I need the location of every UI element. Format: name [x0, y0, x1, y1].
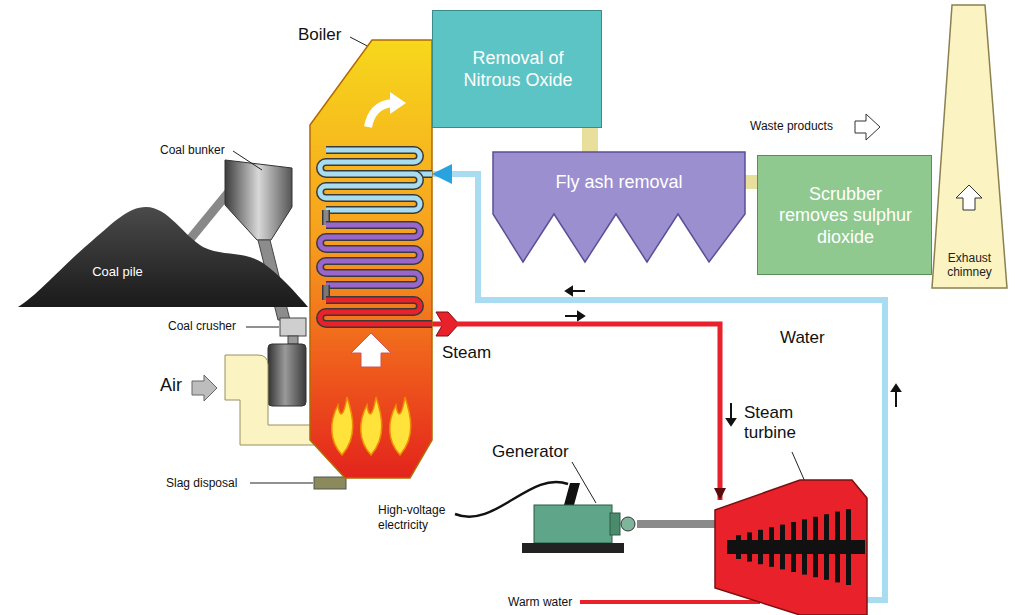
- coal-crusher: [280, 318, 306, 336]
- generator-cap: [610, 513, 620, 535]
- fly-ash-hopper: Fly ash removal: [493, 152, 745, 264]
- generator: Generator: [522, 480, 637, 560]
- node-label: Exhaust chimney: [935, 251, 1005, 280]
- coal-pile-shape: [18, 207, 308, 307]
- fly-ash-hopper-shape: [493, 152, 745, 262]
- turbine-blade: [736, 535, 741, 559]
- edge-label: Steam: [440, 342, 493, 363]
- text-region: Removal of Nitrous Oxide: [433, 11, 603, 129]
- flue-arrow: [368, 103, 392, 127]
- steam-turbine-shape: [715, 480, 867, 615]
- chimney-outline: [932, 5, 1007, 290]
- node-label: Steam turbine: [744, 403, 824, 444]
- drive-shaft: [637, 520, 715, 528]
- slag-tray: [314, 477, 346, 489]
- turbine-blade: [846, 509, 851, 585]
- generator-hub: [621, 517, 635, 531]
- air-arrow: [192, 375, 217, 401]
- coal-pile: Coal pile: [18, 195, 308, 310]
- turbine-blade: [780, 525, 785, 570]
- part-label: Coal bunker: [160, 143, 225, 158]
- flame: [361, 397, 382, 455]
- generator-lever: [564, 483, 580, 505]
- turbine-blade: [813, 517, 818, 577]
- warm-water-pipe: [580, 600, 760, 604]
- flow-arrow: [892, 385, 900, 407]
- text-region: Coal pile: [80, 261, 155, 283]
- boiler-detail: [320, 92, 432, 455]
- coal-bunker: [225, 160, 292, 240]
- process-box: Removal of Nitrous Oxide: [432, 10, 602, 128]
- turbine-blade: [835, 512, 840, 583]
- coal-pile-outline: [18, 195, 308, 310]
- fly-ash-hopper-outline: [493, 152, 745, 264]
- turbine-blade: [802, 519, 807, 574]
- crusher-drum: [268, 344, 306, 406]
- part-label: High-voltage electricity: [378, 503, 468, 533]
- edge-label: Water: [778, 327, 827, 348]
- text-region: Exhaust chimney: [932, 243, 1007, 287]
- part-label: Waste products: [750, 119, 833, 134]
- flow-arrow: [351, 333, 391, 367]
- leader-line: [233, 151, 262, 170]
- text-region: Fly ash removal: [493, 152, 745, 214]
- boiler-outline: [310, 35, 432, 480]
- flow-arrow: [727, 403, 735, 425]
- coil-outline: [320, 300, 432, 324]
- flow-arrow: [566, 287, 585, 295]
- generator-base: [522, 543, 624, 553]
- leader-line: [792, 452, 806, 484]
- steam-turbine: Steam turbine: [712, 478, 867, 615]
- boiler-shape: [310, 40, 432, 478]
- part-label: Air: [160, 374, 182, 397]
- node-label: Removal of Nitrous Oxide: [461, 48, 576, 91]
- steam-turbine-detail: [727, 509, 865, 585]
- leader-line: [246, 327, 279, 328]
- part-label: Warm water: [508, 595, 572, 610]
- chimney: Exhaust chimney: [932, 5, 1007, 290]
- waste-arrow: [855, 114, 880, 140]
- turbine-blade: [824, 514, 829, 580]
- turbine-blade: [758, 530, 763, 564]
- generator-body: [534, 505, 612, 543]
- part-label: Slag disposal: [166, 476, 237, 491]
- node-label: Generator: [492, 442, 569, 462]
- flue-duct: [745, 175, 757, 189]
- node-label: Scrubber removes sulphur dioxide: [776, 184, 916, 249]
- leader-line: [250, 483, 313, 484]
- boiler: Boiler: [310, 35, 432, 480]
- node-label: Coal pile: [92, 264, 143, 280]
- flow-arrow: [565, 312, 584, 320]
- scrubber-box: Scrubber removes sulphur dioxide: [757, 155, 932, 275]
- steam-pipe: [432, 324, 720, 500]
- text-region: Boiler: [298, 23, 378, 47]
- node-label: Fly ash removal: [555, 172, 682, 194]
- heat-coil: [320, 225, 420, 285]
- text-region: Generator: [492, 440, 592, 464]
- flame: [390, 397, 411, 455]
- chimney-detail: [956, 185, 982, 210]
- heat-coil: [320, 150, 420, 210]
- chimney-shape: [932, 5, 1007, 288]
- flue-arrow-head: [390, 92, 406, 114]
- node-label: Boiler: [298, 25, 341, 45]
- coil-outline: [320, 150, 420, 210]
- generator-detail: [522, 483, 635, 553]
- turbine-blade: [747, 532, 752, 561]
- exhaust-arrow: [956, 185, 982, 210]
- part-label: Coal crusher: [168, 319, 236, 334]
- generator-outline: [522, 480, 637, 560]
- flue-duct: [582, 128, 598, 152]
- coil-outline: [320, 225, 420, 285]
- turbine-blade: [791, 522, 796, 572]
- text-region: Steam turbine: [744, 400, 834, 446]
- crusher-neck: [288, 336, 298, 344]
- turbine-blade: [769, 527, 774, 567]
- steam-turbine-outline: [712, 478, 867, 615]
- flame: [332, 397, 353, 455]
- text-region: Scrubber removes sulphur dioxide: [758, 156, 933, 276]
- heat-coil: [320, 300, 432, 324]
